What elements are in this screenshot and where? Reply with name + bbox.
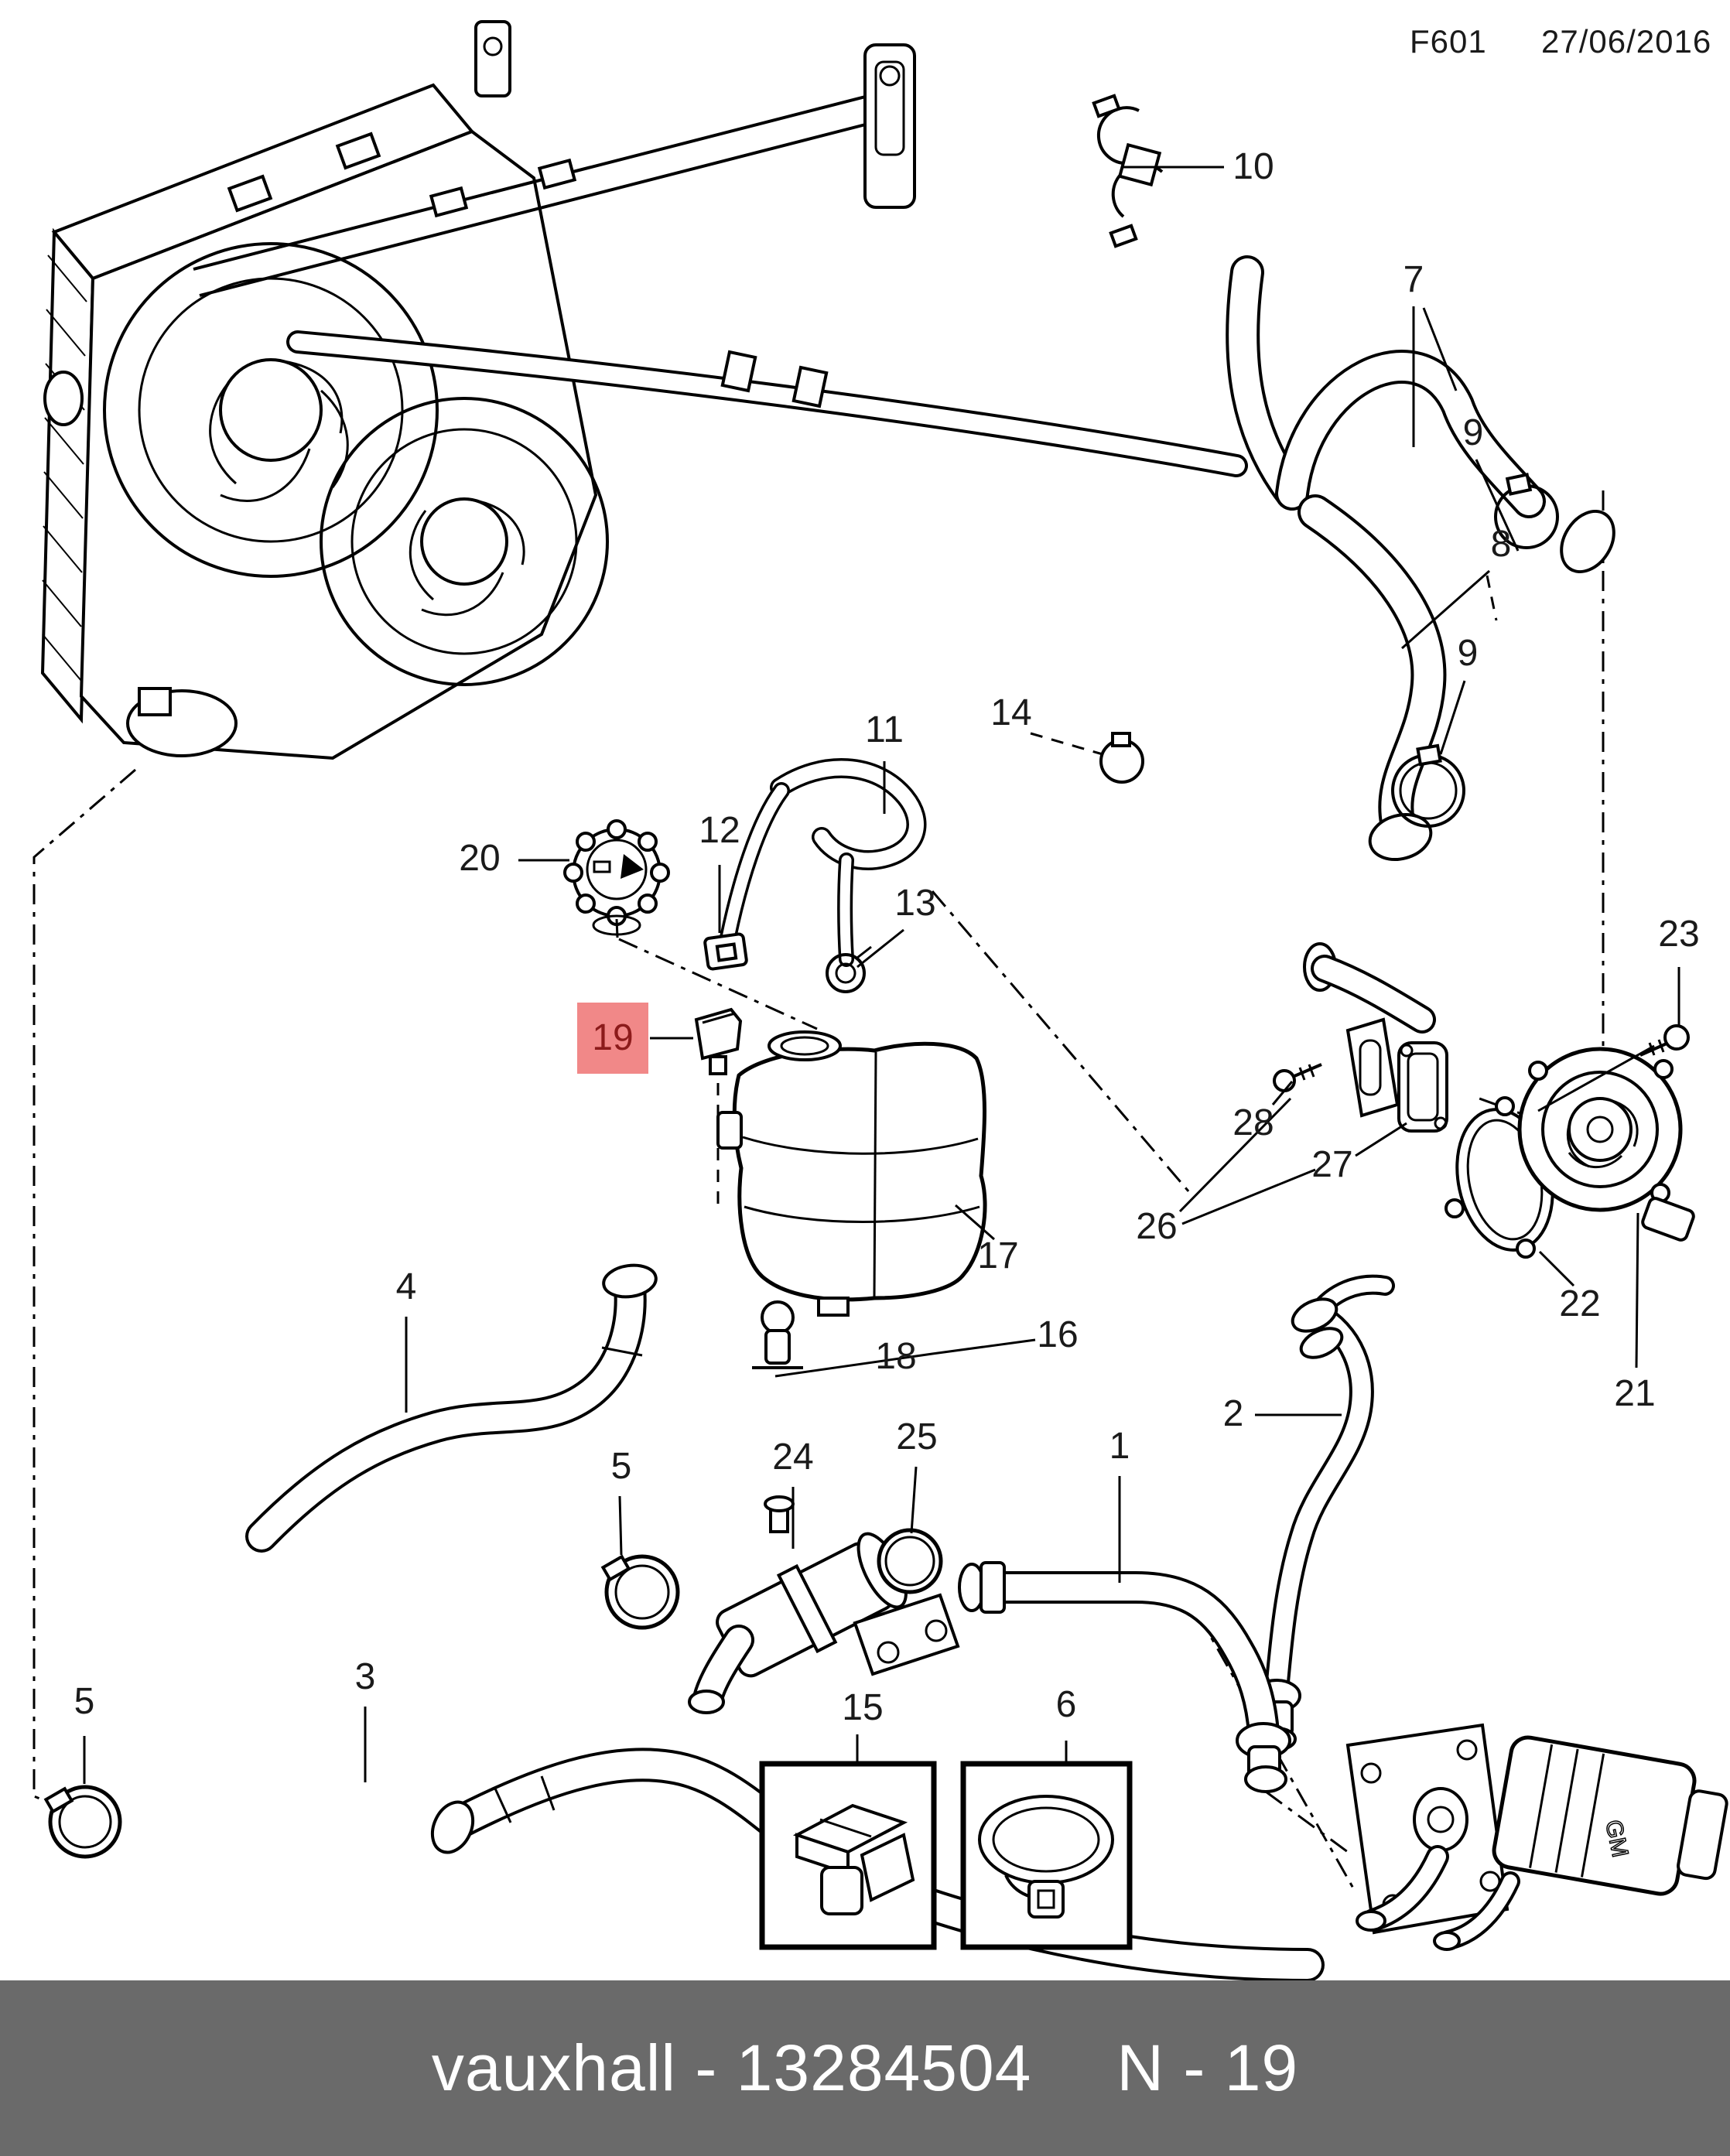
boxed-part15-drawing [759, 1761, 937, 1950]
level-sensor-part19-drawing [694, 1007, 743, 1075]
callout-9[interactable]: 9 [1457, 633, 1479, 674]
callout-20[interactable]: 20 [459, 838, 501, 879]
seal-ring-part25-drawing [877, 1528, 943, 1594]
callout-6[interactable]: 6 [1055, 1684, 1077, 1725]
clamp-part5-mid-drawing [600, 1554, 680, 1630]
callout-17[interactable]: 17 [977, 1235, 1019, 1276]
upper-crossmember-drawing [193, 43, 916, 297]
callout-18[interactable]: 18 [875, 1336, 917, 1377]
callout-26[interactable]: 26 [1136, 1206, 1178, 1247]
radiator-fan-assembly-drawing [40, 20, 609, 760]
oil-cooler-assembly-drawing: GM [1345, 1723, 1728, 1951]
callout-15[interactable]: 15 [842, 1687, 884, 1728]
callout-7[interactable]: 7 [1403, 259, 1424, 300]
hose-clip-part10-drawing [1092, 94, 1164, 248]
upper-coolant-pipe-drawing [298, 342, 1236, 466]
callout-1[interactable]: 1 [1109, 1426, 1130, 1467]
callout-13[interactable]: 13 [894, 883, 936, 924]
callout-16[interactable]: 16 [1037, 1314, 1079, 1355]
upper-radiator-hose-part7-drawing [1243, 272, 1615, 574]
callout-9[interactable]: 9 [1462, 412, 1484, 453]
footer-sheet-ref: N - 19 [1116, 2031, 1299, 2104]
thermostat-parts-26-27-28-drawing [1273, 942, 1448, 1133]
callout-24[interactable]: 24 [772, 1437, 814, 1478]
leader-lines [83, 166, 1680, 1784]
footer-brand-part: vauxhall - 13284504 [431, 2031, 1032, 2104]
boxed-part6-drawing [960, 1761, 1133, 1950]
clip-part12-drawing [703, 932, 748, 971]
water-outlet-part24-drawing [688, 1495, 960, 1714]
callout-12[interactable]: 12 [699, 810, 740, 851]
filler-cap-part20-drawing [563, 819, 670, 936]
callout-5[interactable]: 5 [74, 1681, 95, 1722]
clamp-part13-drawing [826, 945, 872, 993]
callout-19[interactable]: 19 [577, 1003, 648, 1074]
figure-code: F601 [1410, 23, 1487, 60]
heater-hose-part2-drawing [1252, 1274, 1395, 1751]
clamp-part5-left-drawing [43, 1785, 122, 1859]
callout-22[interactable]: 22 [1559, 1283, 1601, 1324]
lower-radiator-hose-part8-drawing [1315, 512, 1465, 861]
callout-8[interactable]: 8 [1490, 524, 1512, 565]
callout-11[interactable]: 11 [865, 709, 904, 750]
callout-10[interactable]: 10 [1233, 146, 1274, 187]
callout-27[interactable]: 27 [1311, 1144, 1353, 1185]
vent-valve-part18-drawing [752, 1300, 803, 1369]
footer-bar: vauxhall - 13284504 N - 19 [0, 1980, 1730, 2156]
callout-4[interactable]: 4 [395, 1266, 417, 1307]
lower-hose-part3-drawing [430, 1765, 1308, 1965]
callout-14[interactable]: 14 [990, 692, 1032, 733]
lower-hose-part4-drawing [262, 1263, 658, 1536]
callout-25[interactable]: 25 [896, 1416, 938, 1457]
callout-28[interactable]: 28 [1233, 1102, 1274, 1143]
figure-date: 27/06/2016 [1541, 23, 1712, 60]
expansion-tank-part17-drawing [716, 1030, 987, 1317]
callout-21[interactable]: 21 [1614, 1373, 1656, 1414]
clamp-part14-drawing [1099, 732, 1144, 784]
callout-23[interactable]: 23 [1658, 914, 1700, 955]
callout-2[interactable]: 2 [1222, 1393, 1244, 1434]
callout-3[interactable]: 3 [354, 1656, 376, 1697]
callout-5[interactable]: 5 [610, 1446, 632, 1487]
water-pump-parts-21-22-23-drawing [1445, 1024, 1695, 1259]
vent-hose-part11-drawing [728, 768, 916, 959]
radiator-hose-part1-drawing [958, 1561, 1291, 1793]
